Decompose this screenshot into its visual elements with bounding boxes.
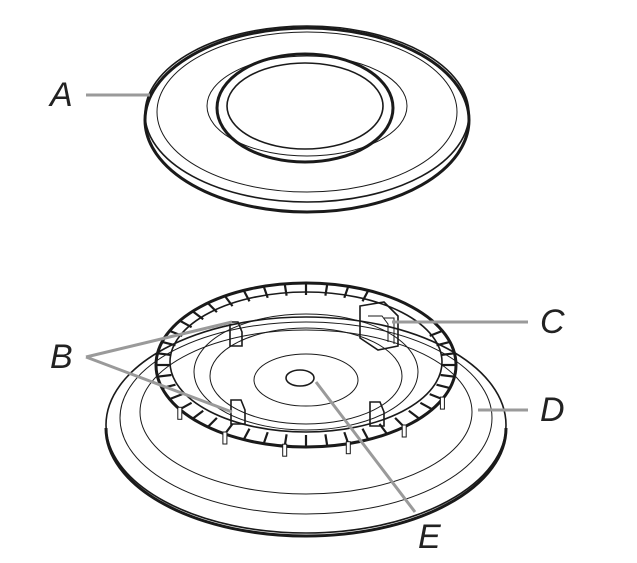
port-slot — [191, 310, 204, 321]
port-slot — [408, 409, 421, 420]
port-slot — [419, 401, 433, 411]
port-slot — [361, 428, 370, 441]
burner-head — [154, 281, 458, 457]
igniter-detail-2 — [384, 317, 395, 344]
port-slot — [161, 340, 176, 347]
port-slot — [324, 283, 329, 296]
label-c: C — [540, 303, 565, 341]
burner-cap — [143, 25, 471, 214]
label-b: B — [50, 338, 73, 376]
port-tab — [345, 441, 351, 455]
port-tab — [222, 431, 228, 445]
port-slot — [436, 383, 451, 390]
port-ring-inner — [169, 291, 443, 433]
tab-right — [369, 401, 385, 427]
cap-top-edge — [144, 25, 470, 203]
port-tab — [282, 443, 288, 457]
port-slot — [157, 352, 172, 357]
label-d: D — [540, 391, 565, 429]
base-rim-shadow — [104, 427, 508, 538]
bowl-floor — [209, 327, 403, 425]
port-slot — [191, 409, 204, 420]
bowl-edge — [193, 313, 419, 431]
port-slot — [436, 340, 451, 347]
leader-e — [314, 381, 417, 513]
port-slot — [343, 285, 350, 299]
port-slot — [242, 428, 251, 441]
port-slot — [262, 285, 269, 299]
igniter-detail — [368, 315, 389, 342]
center-ring — [253, 353, 359, 407]
port-ring-outer — [154, 281, 458, 449]
port-tab — [401, 424, 407, 438]
port-slot — [157, 373, 172, 378]
port-slot — [262, 431, 269, 445]
port-slot — [429, 329, 443, 337]
port-slot — [242, 289, 251, 302]
igniter — [359, 301, 399, 351]
port-slot — [361, 289, 370, 302]
cap-center-ring — [215, 52, 395, 164]
base-step — [139, 329, 473, 495]
gas-opening — [285, 369, 315, 387]
port-slot — [440, 352, 455, 357]
port-slot — [283, 283, 288, 296]
port-tab — [177, 406, 183, 420]
port-slot — [440, 373, 455, 378]
base-inner-rim — [119, 321, 493, 515]
port-slot — [207, 302, 218, 313]
burner-base — [104, 316, 508, 538]
cap-center-ring-outer — [206, 55, 408, 157]
label-a: A — [48, 76, 73, 114]
leader-b-upper — [85, 320, 233, 359]
port-slot — [224, 295, 234, 307]
base-outer-rim — [105, 316, 507, 534]
leader-lines — [85, 93, 528, 513]
cap-center-dome — [226, 62, 384, 150]
tab-lower — [230, 399, 246, 425]
port-slot — [179, 319, 193, 329]
port-slot — [207, 417, 218, 428]
burner-ports — [156, 283, 456, 457]
port-slot — [169, 393, 183, 401]
port-tab — [439, 396, 445, 410]
port-slot — [324, 434, 329, 447]
label-e: E — [418, 518, 441, 556]
tab-upper — [229, 321, 243, 347]
cap-inner-edge — [156, 31, 458, 193]
leader-b-lower — [85, 355, 233, 414]
